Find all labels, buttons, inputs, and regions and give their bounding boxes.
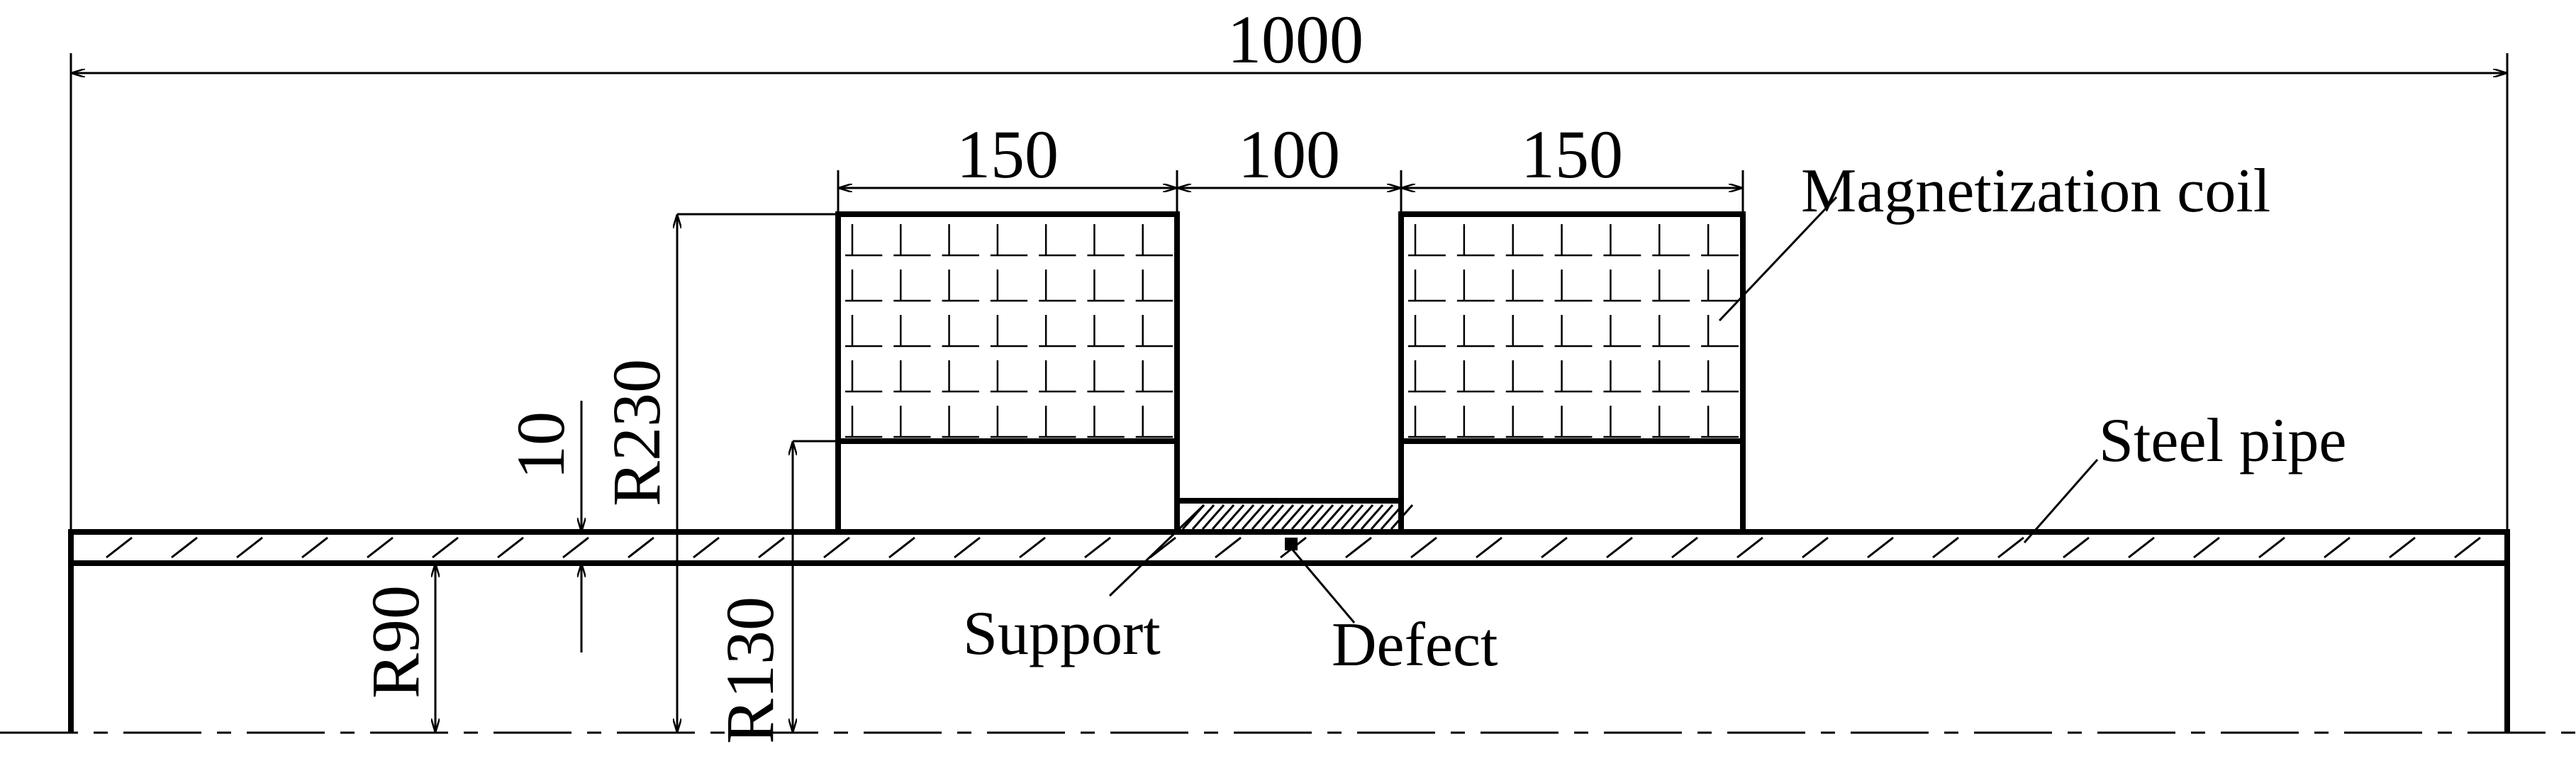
drawing-stroke [432, 536, 459, 559]
drawing-stroke [562, 536, 589, 559]
drawing-stroke [1084, 536, 1111, 559]
drawing-stroke [1932, 536, 1959, 559]
drawing-stroke [367, 536, 394, 559]
radius-pipe-inner-dimension: R90 [357, 563, 435, 733]
drawing-stroke [301, 536, 328, 559]
drawing-stroke [1606, 536, 1633, 559]
drawing-stroke [1191, 504, 1215, 530]
right-magnetization-coil [1398, 211, 1746, 444]
support-label: Support [963, 599, 1161, 668]
drawing-stroke [1350, 504, 1374, 530]
drawing-stroke [1997, 536, 2024, 559]
drawing-stroke [954, 536, 981, 559]
drawing-stroke [2258, 536, 2285, 559]
drawing-stroke [1310, 504, 1334, 530]
drawing-stroke [823, 536, 850, 559]
drawing-stroke [1261, 504, 1285, 530]
left-magnetization-coil [835, 211, 1180, 444]
drawing-stroke [236, 536, 263, 559]
support [1174, 498, 1414, 535]
magnetization-coil-callout: Magnetization coil [1718, 157, 2270, 322]
drawing-stroke [1241, 504, 1265, 530]
drawing-stroke [1671, 536, 1698, 559]
radius-pipe-inner-value: R90 [357, 585, 433, 699]
drawing-stroke [2454, 536, 2481, 559]
drawing-stroke [1320, 504, 1344, 530]
steel-pipe-label: Steel pipe [2099, 406, 2346, 475]
drawing-stroke [2389, 536, 2416, 559]
overall-length-dimension: 1000 [69, 1, 2509, 733]
drawing-stroke [1340, 504, 1364, 530]
drawing-stroke [1736, 536, 1763, 559]
drawing-stroke [1360, 504, 1384, 530]
drawing-stroke [2063, 536, 2090, 559]
drawing-stroke [1271, 504, 1295, 530]
support-callout: Support [963, 504, 1205, 668]
radius-coil-inner-value: R130 [712, 596, 788, 744]
drawing-stroke [1390, 504, 1414, 530]
coil-right-width-value: 150 [1521, 116, 1623, 192]
drawing-stroke [1251, 504, 1275, 530]
drawing-stroke [1476, 536, 1502, 559]
defect-marker [1285, 538, 1298, 550]
drawing-stroke [1867, 536, 1894, 559]
drawing-stroke [1231, 504, 1255, 530]
drawing-stroke [1281, 504, 1305, 530]
drawing-stroke [1380, 504, 1404, 530]
wall-thickness-dimension: 10 [503, 401, 581, 653]
radius-coil-outer-value: R230 [598, 359, 674, 506]
drawing-stroke [1221, 504, 1245, 530]
magnetization-coil-label: Magnetization coil [1801, 157, 2270, 226]
coil-width-dimensions: 150 100 150 [837, 116, 1744, 214]
drawing-stroke [1410, 536, 1437, 559]
left-coil-pedestal [835, 438, 1180, 535]
drawing-stroke [2193, 536, 2220, 559]
drawing-stroke [1290, 504, 1315, 530]
right-coil-pedestal [1398, 438, 1746, 535]
drawing-stroke [1201, 504, 1225, 530]
overall-length-value: 1000 [1227, 1, 1364, 77]
drawing-stroke [1211, 504, 1235, 530]
radius-coil-inner-dimension: R130 [712, 440, 838, 744]
wall-thickness-value: 10 [503, 411, 579, 479]
coil-left-width-value: 150 [957, 116, 1059, 192]
drawing-stroke [1215, 536, 1242, 559]
radius-coil-outer-dimension: R230 [598, 213, 838, 733]
drawing-stroke [2128, 536, 2155, 559]
drawing-stroke [171, 536, 198, 559]
drawing-stroke [1300, 504, 1325, 530]
drawing-stroke [2324, 536, 2351, 559]
steel-pipe-callout: Steel pipe [2023, 406, 2346, 543]
drawing-stroke [1802, 536, 1829, 559]
drawing-stroke [758, 536, 785, 559]
gap-width-value: 100 [1238, 116, 1340, 192]
defect-callout: Defect [1290, 548, 1498, 679]
drawing-stroke [106, 536, 133, 559]
drawing-stroke [888, 536, 915, 559]
drawing-stroke [1541, 536, 1568, 559]
defect-label: Defect [1332, 611, 1498, 679]
drawing-stroke [628, 536, 654, 559]
drawing-stroke [497, 536, 524, 559]
drawing-stroke [693, 536, 720, 559]
drawing-stroke [1345, 536, 1372, 559]
drawing-stroke [1019, 536, 1046, 559]
drawing-stroke [1370, 504, 1394, 530]
drawing-stroke [1330, 504, 1354, 530]
